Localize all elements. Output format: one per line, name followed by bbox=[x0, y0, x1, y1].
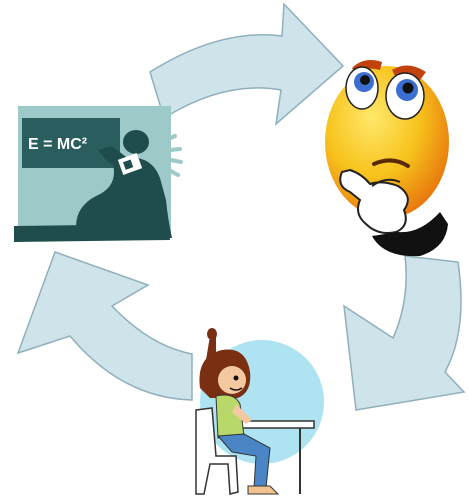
cycle-arrow-right bbox=[344, 256, 464, 410]
cycle-arrow-icon bbox=[344, 256, 464, 410]
teacher-chalkboard-icon: E = MC² bbox=[14, 106, 181, 242]
board-base bbox=[14, 224, 170, 242]
cycle-arrow-top bbox=[150, 4, 343, 124]
emoji-left-pupil bbox=[360, 75, 370, 85]
cycle-arrow-icon bbox=[150, 4, 343, 124]
student-eye bbox=[234, 376, 239, 381]
emoji-right-pupil bbox=[403, 83, 414, 94]
student-raising-hand-icon bbox=[196, 328, 324, 494]
cycle-arrow-icon bbox=[18, 252, 192, 400]
student-shoe bbox=[248, 486, 278, 494]
board-equation: E = MC² bbox=[28, 136, 87, 153]
student-raised-hand bbox=[207, 328, 217, 340]
thinking-face-emoji-icon bbox=[325, 60, 449, 256]
cycle-arrow-left bbox=[18, 252, 192, 400]
teacher-head bbox=[123, 130, 149, 154]
